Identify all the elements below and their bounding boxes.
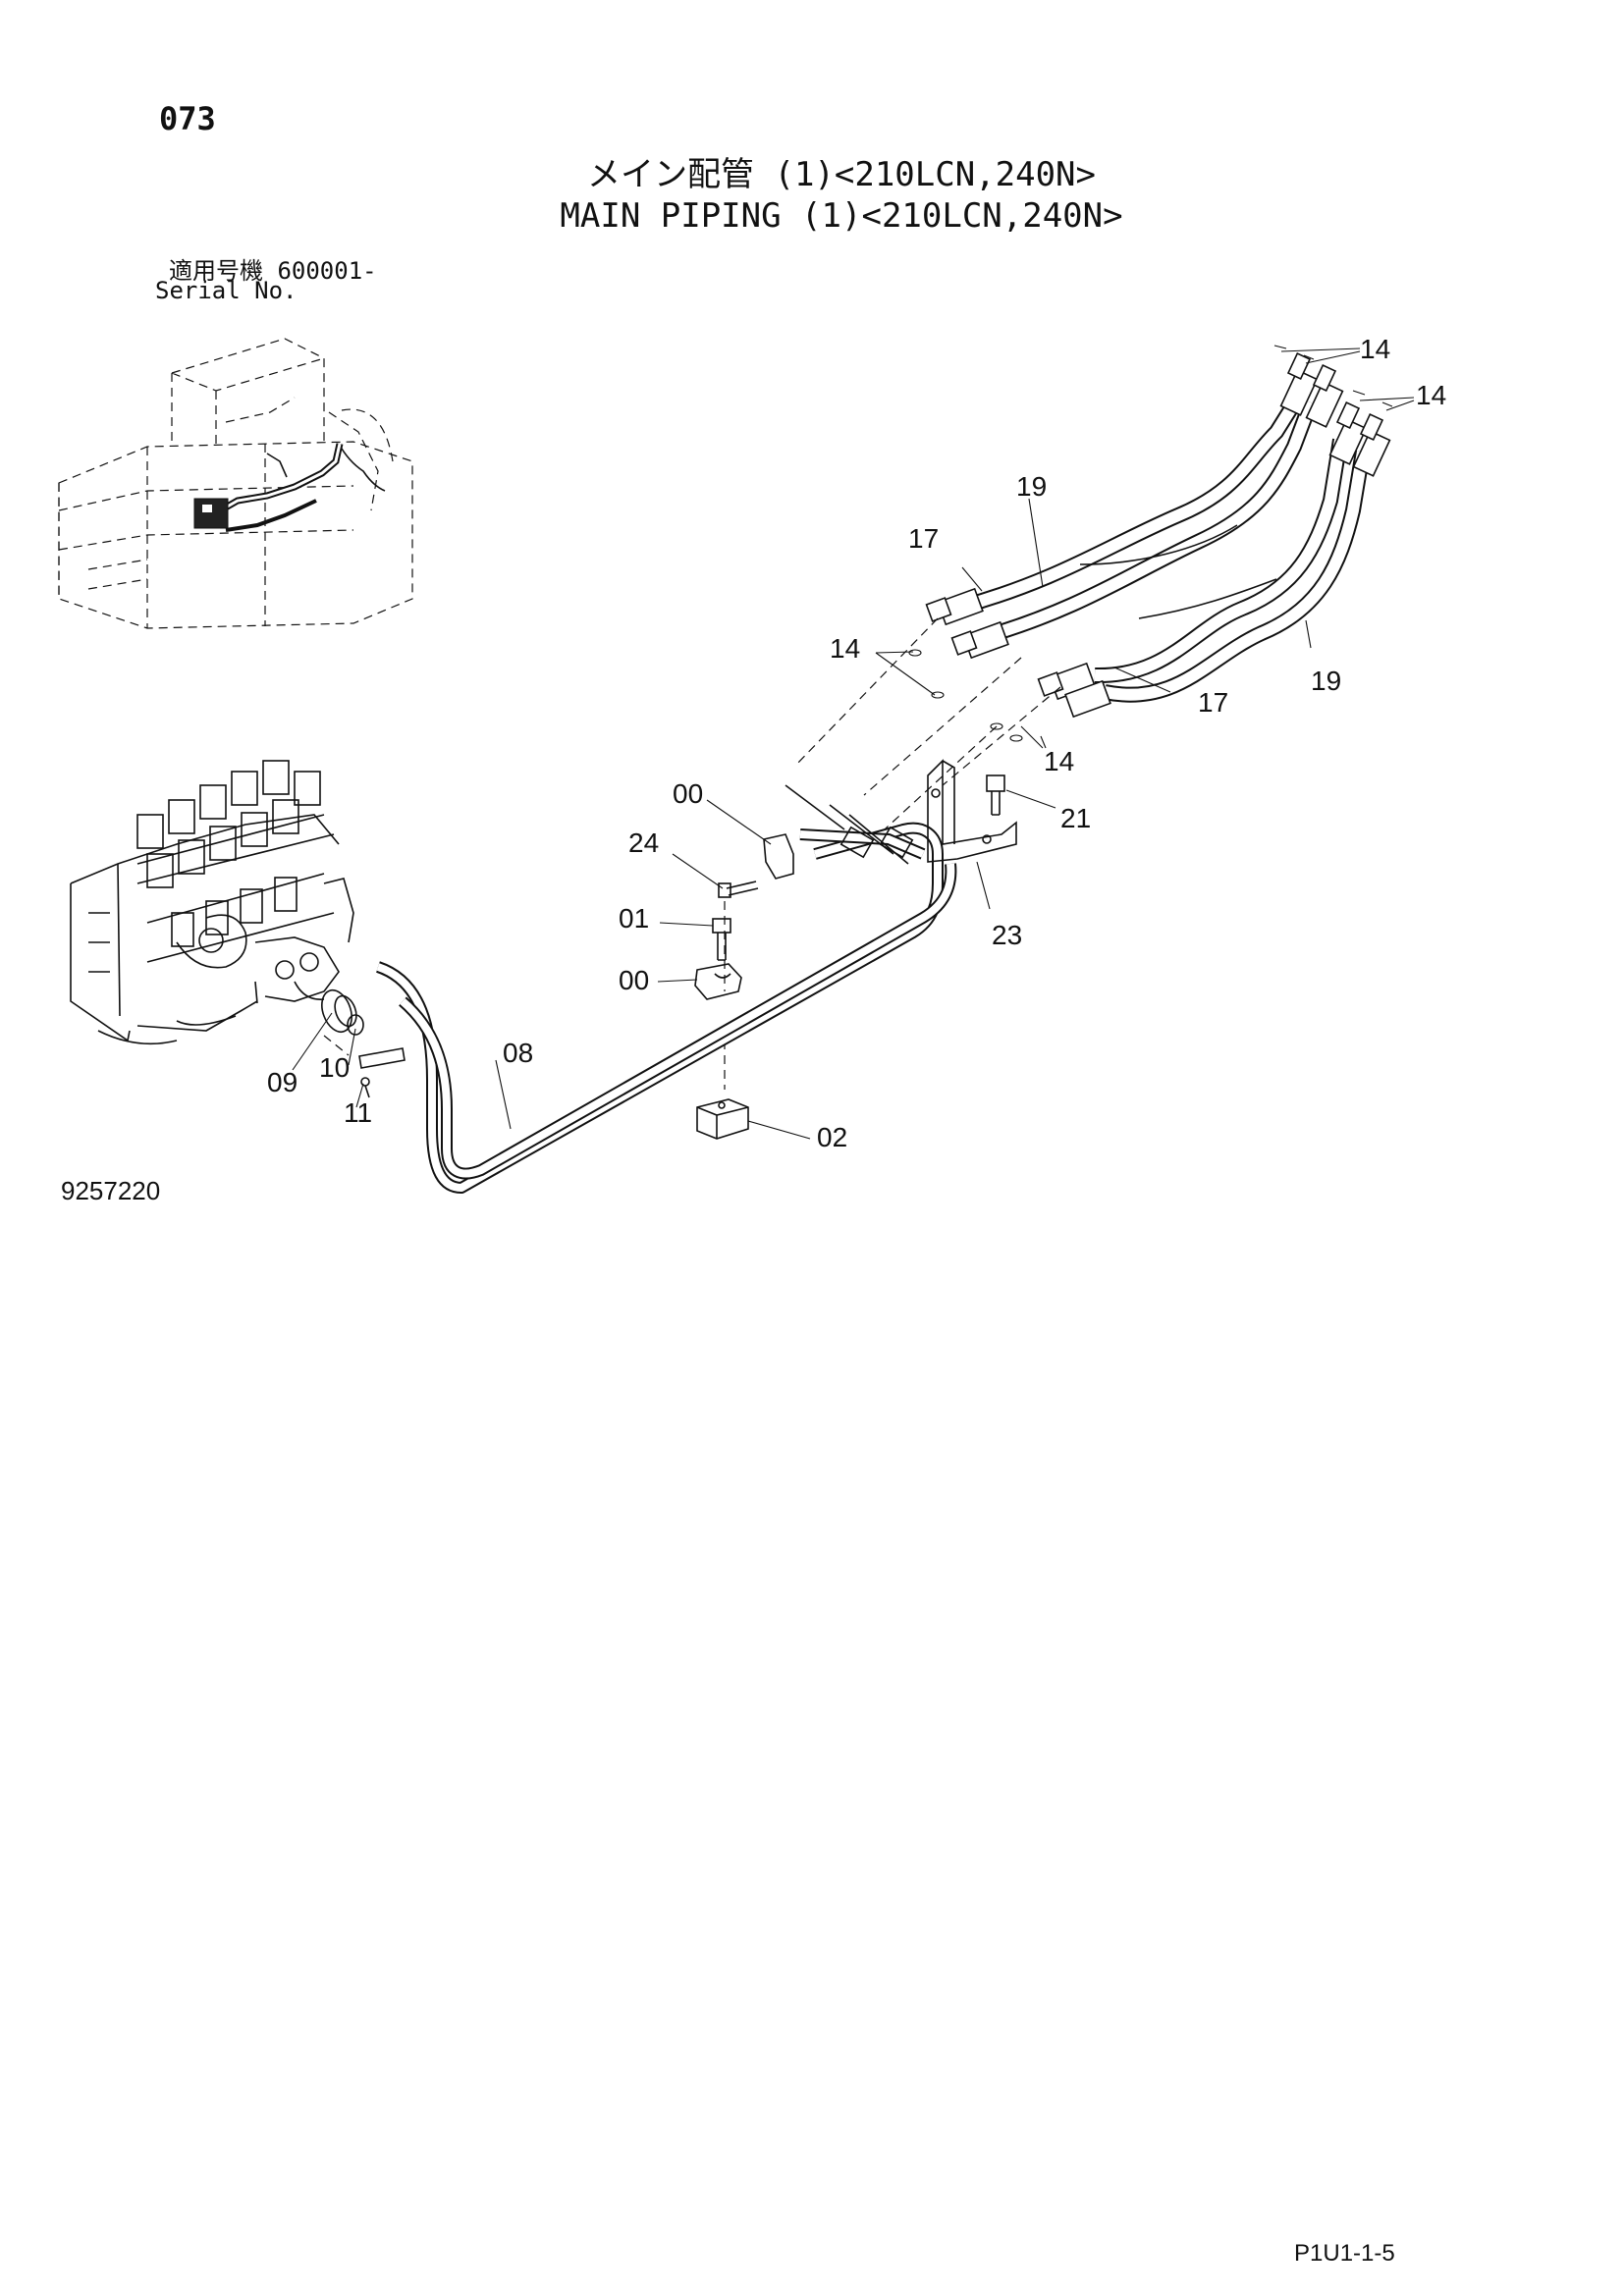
callout-17-upper: 17 — [908, 523, 939, 554]
callout-19-upper: 19 — [1016, 471, 1047, 502]
callout-02: 02 — [817, 1122, 847, 1152]
callout-14-top-a: 14 — [1360, 334, 1390, 364]
callout-24: 24 — [628, 828, 659, 858]
callout-21: 21 — [1060, 803, 1091, 833]
callout-09: 09 — [267, 1067, 298, 1097]
callout-08: 08 — [503, 1038, 533, 1068]
excavator-locator-sketch — [58, 338, 413, 629]
rubber-block-02 — [696, 1098, 749, 1140]
callout-23: 23 — [992, 920, 1022, 950]
callout-19-lower: 19 — [1311, 666, 1341, 696]
footer-reference: P1U1-1-5 — [1294, 2240, 1395, 2267]
hose-end-fittings-upper — [1273, 345, 1393, 477]
title-japanese: メイン配管 (1)<210LCN,240N> — [587, 155, 1096, 194]
drawing-number: 9257220 — [61, 1176, 161, 1205]
bolt-21 — [986, 774, 1005, 816]
hose-end-fittings-lower — [908, 587, 1111, 742]
callout-01: 01 — [619, 903, 649, 934]
bracket-23 — [927, 759, 1017, 863]
callout-11: 11 — [344, 1097, 372, 1128]
callout-00-lower: 00 — [619, 965, 649, 995]
callout-labels: 14 14 19 17 14 19 17 14 00 21 24 01 23 0… — [267, 334, 1446, 1152]
serial-label-japanese: 適用号機 600001- — [169, 257, 377, 285]
serial-label-english: Serial No. — [155, 277, 298, 304]
leader-lines — [292, 347, 1415, 1140]
flange-fittings — [321, 988, 406, 1098]
page-number: 073 — [159, 100, 216, 137]
callout-14-top-b: 14 — [1416, 380, 1446, 410]
callout-00-upper: 00 — [673, 778, 703, 809]
callout-10: 10 — [319, 1052, 350, 1083]
clamp-00-upper — [718, 833, 794, 898]
clamp-00-lower — [694, 963, 742, 1000]
main-pipe-08 — [375, 784, 957, 1194]
hose-19-left — [959, 388, 1319, 644]
title-english: MAIN PIPING (1)<210LCN,240N> — [560, 196, 1123, 236]
callout-14-lower: 14 — [1044, 746, 1074, 776]
callout-14-mid: 14 — [830, 633, 860, 664]
callout-17-lower: 17 — [1198, 687, 1228, 718]
bolt-01 — [712, 918, 731, 961]
assembly-centerlines — [323, 617, 1061, 1090]
control-valve-block — [70, 760, 354, 1045]
